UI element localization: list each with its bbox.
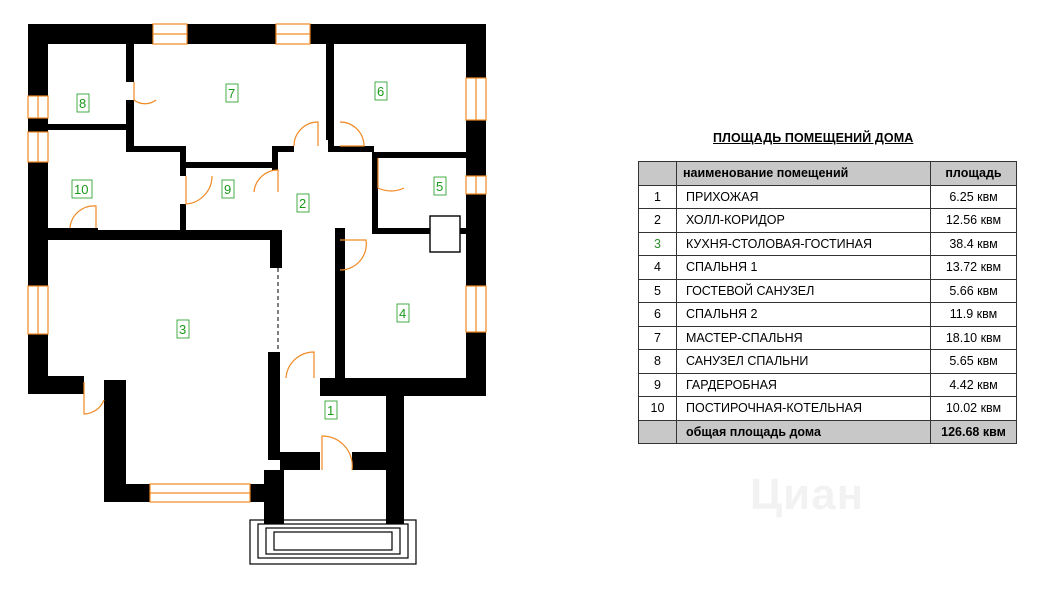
svg-text:8: 8	[79, 96, 86, 111]
room-label-1: 1	[324, 400, 338, 420]
room-label-4: 4	[396, 303, 410, 323]
row-name: САНУЗЕЛ СПАЛЬНИ	[676, 349, 931, 374]
table-row: 10 ПОСТИРОЧНАЯ-КОТЕЛЬНАЯ 10.02 квм	[638, 396, 1017, 421]
windows	[27, 23, 487, 503]
row-name: ПОСТИРОЧНАЯ-КОТЕЛЬНАЯ	[676, 396, 931, 421]
total-num-cell	[638, 419, 677, 444]
table-row: 9 ГАРДЕРОБНАЯ 4.42 квм	[638, 372, 1017, 397]
table-row: 7 МАСТЕР-СПАЛЬНЯ 18.10 квм	[638, 325, 1017, 350]
svg-text:1: 1	[327, 403, 334, 418]
table-row: 6 СПАЛЬНЯ 2 11.9 квм	[638, 302, 1017, 327]
room-label-3: 3	[176, 319, 190, 339]
row-num: 7	[638, 325, 677, 350]
row-num: 4	[638, 255, 677, 280]
vent-shaft	[429, 215, 461, 253]
walls	[28, 24, 486, 524]
total-label: общая площадь дома	[676, 419, 931, 444]
room-label-7: 7	[225, 83, 239, 103]
row-num: 1	[638, 184, 677, 209]
header-num	[638, 161, 677, 186]
table-row: 5 ГОСТЕВОЙ САНУЗЕЛ 5.66 квм	[638, 278, 1017, 303]
room-label-9: 9	[221, 179, 235, 199]
table-header-row: наименование помещений площадь	[638, 161, 1017, 186]
total-area: 126.68 квм	[930, 419, 1017, 444]
doors	[69, 82, 405, 471]
row-area: 10.02 квм	[930, 396, 1017, 421]
svg-text:5: 5	[436, 179, 443, 194]
row-num: 9	[638, 372, 677, 397]
svg-text:2: 2	[299, 196, 306, 211]
row-num: 10	[638, 396, 677, 421]
header-name: наименование помещений	[676, 161, 931, 186]
room-label-2: 2	[296, 193, 310, 213]
room-label-6: 6	[374, 81, 388, 101]
row-name: СПАЛЬНЯ 1	[676, 255, 931, 280]
row-area: 11.9 квм	[930, 302, 1017, 327]
svg-text:6: 6	[377, 84, 384, 99]
row-name: ГОСТЕВОЙ САНУЗЕЛ	[676, 278, 931, 303]
room-label-10: 10	[71, 179, 93, 199]
row-area: 38.4 квм	[930, 231, 1017, 256]
svg-text:3: 3	[179, 322, 186, 337]
row-area: 6.25 квм	[930, 184, 1017, 209]
table-row: 8 САНУЗЕЛ СПАЛЬНИ 5.65 квм	[638, 349, 1017, 374]
row-area: 13.72 квм	[930, 255, 1017, 280]
porch	[249, 519, 417, 565]
row-name: ПРИХОЖАЯ	[676, 184, 931, 209]
table-row: 1 ПРИХОЖАЯ 6.25 квм	[638, 184, 1017, 209]
row-area: 18.10 квм	[930, 325, 1017, 350]
table-total-row: общая площадь дома 126.68 квм	[638, 419, 1017, 444]
area-table: наименование помещений площадь 1 ПРИХОЖА…	[638, 161, 1017, 444]
header-area: площадь	[930, 161, 1017, 186]
room-label-5: 5	[433, 176, 447, 196]
row-name: ХОЛЛ-КОРИДОР	[676, 208, 931, 233]
row-num: 3	[638, 231, 677, 256]
svg-text:9: 9	[224, 182, 231, 197]
row-area: 12.56 квм	[930, 208, 1017, 233]
row-name: ГАРДЕРОБНАЯ	[676, 372, 931, 397]
watermark: Циан	[750, 470, 865, 519]
row-area: 4.42 квм	[930, 372, 1017, 397]
row-num: 6	[638, 302, 677, 327]
row-area: 5.66 квм	[930, 278, 1017, 303]
table-row: 2 ХОЛЛ-КОРИДОР 12.56 квм	[638, 208, 1017, 233]
room-label-8: 8	[76, 93, 90, 113]
table-title: ПЛОЩАДЬ ПОМЕЩЕНИЙ ДОМА	[713, 131, 914, 145]
svg-text:10: 10	[74, 182, 88, 197]
row-num: 8	[638, 349, 677, 374]
row-num: 5	[638, 278, 677, 303]
svg-text:7: 7	[228, 86, 235, 101]
svg-text:4: 4	[399, 306, 406, 321]
row-area: 5.65 квм	[930, 349, 1017, 374]
table-row: 3 КУХНЯ-СТОЛОВАЯ-ГОСТИНАЯ 38.4 квм	[638, 231, 1017, 256]
row-num: 2	[638, 208, 677, 233]
room-labels: 1 2 3 4 5 6 7 8 9 10	[71, 81, 447, 420]
row-name: КУХНЯ-СТОЛОВАЯ-ГОСТИНАЯ	[676, 231, 931, 256]
row-name: МАСТЕР-СПАЛЬНЯ	[676, 325, 931, 350]
row-name: СПАЛЬНЯ 2	[676, 302, 931, 327]
table-row: 4 СПАЛЬНЯ 1 13.72 квм	[638, 255, 1017, 280]
floor-plan: 1 2 3 4 5 6 7 8 9 10	[27, 23, 487, 565]
